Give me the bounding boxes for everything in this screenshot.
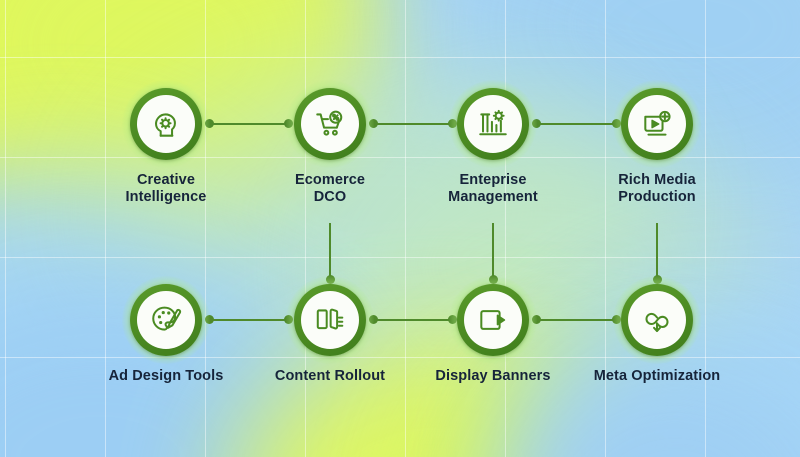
connector-display-to-meta <box>534 319 619 321</box>
node-circle[interactable] <box>122 276 210 364</box>
node-circle[interactable] <box>613 276 701 364</box>
node-ad-design-tools[interactable]: Ad Design Tools <box>91 276 241 385</box>
brain-gear-icon <box>149 107 183 141</box>
node-icon-plate <box>464 95 522 153</box>
node-content-rollout[interactable]: Content Rollout <box>255 276 405 385</box>
node-icon-plate <box>464 291 522 349</box>
connector-enteprise-to-display <box>492 223 494 280</box>
video-plus-icon <box>640 107 674 141</box>
node-label-line2: Management <box>448 189 538 205</box>
connector-addesign-to-content <box>207 319 292 321</box>
node-label-line1: Creative <box>136 172 196 188</box>
cart-percent-icon <box>313 107 347 141</box>
node-label-line2: Production <box>618 189 696 205</box>
node-label-line1: Ad Design Tools <box>108 368 224 384</box>
node-label: Ecomerce DCO <box>255 172 405 206</box>
node-label-line1: Enteprise <box>459 172 527 188</box>
node-label-line2: Intelligence <box>125 189 207 205</box>
node-label-line1: Meta Optimization <box>593 368 721 384</box>
connector-enteprise-to-richmedia <box>534 123 619 125</box>
node-label: Meta Optimization <box>582 368 732 385</box>
chart-gear-icon <box>476 107 510 141</box>
node-label-line1: Ecomerce <box>294 172 366 188</box>
node-circle[interactable] <box>613 80 701 168</box>
infinity-arrow-icon <box>640 303 674 337</box>
node-icon-plate <box>301 291 359 349</box>
node-meta-optimization[interactable]: Meta Optimization <box>582 276 732 385</box>
node-ecomerce-dco[interactable]: Ecomerce DCO <box>255 80 405 206</box>
node-label: Creative Intelligence <box>91 172 241 206</box>
node-circle[interactable] <box>286 276 374 364</box>
node-icon-plate <box>628 291 686 349</box>
document-book-icon <box>313 303 347 337</box>
node-circle[interactable] <box>122 80 210 168</box>
connector-richmedia-to-meta <box>656 223 658 280</box>
node-circle[interactable] <box>449 80 537 168</box>
node-label: Rich Media Production <box>582 172 732 206</box>
node-label: Ad Design Tools <box>91 368 241 385</box>
node-label-line1: Display Banners <box>435 368 551 384</box>
banner-export-icon <box>476 303 510 337</box>
palette-brush-icon <box>149 303 183 337</box>
connector-ecomerce-to-enteprise <box>371 123 456 125</box>
connector-ecomerce-to-content <box>329 223 331 280</box>
node-icon-plate <box>301 95 359 153</box>
connector-content-to-display <box>371 319 456 321</box>
node-display-banners[interactable]: Display Banners <box>418 276 568 385</box>
node-enteprise-management[interactable]: Enteprise Management <box>418 80 568 206</box>
node-icon-plate <box>628 95 686 153</box>
node-label: Content Rollout <box>255 368 405 385</box>
node-creative-intelligence[interactable]: Creative Intelligence <box>91 80 241 206</box>
node-label-line1: Content Rollout <box>274 368 386 384</box>
connector-creative-to-ecomerce <box>207 123 292 125</box>
node-label: Display Banners <box>418 368 568 385</box>
node-circle[interactable] <box>449 276 537 364</box>
node-label-line2: DCO <box>313 189 347 205</box>
node-rich-media-production[interactable]: Rich Media Production <box>582 80 732 206</box>
node-circle[interactable] <box>286 80 374 168</box>
node-icon-plate <box>137 291 195 349</box>
node-label-line1: Rich Media <box>618 172 696 188</box>
node-label: Enteprise Management <box>418 172 568 206</box>
node-icon-plate <box>137 95 195 153</box>
